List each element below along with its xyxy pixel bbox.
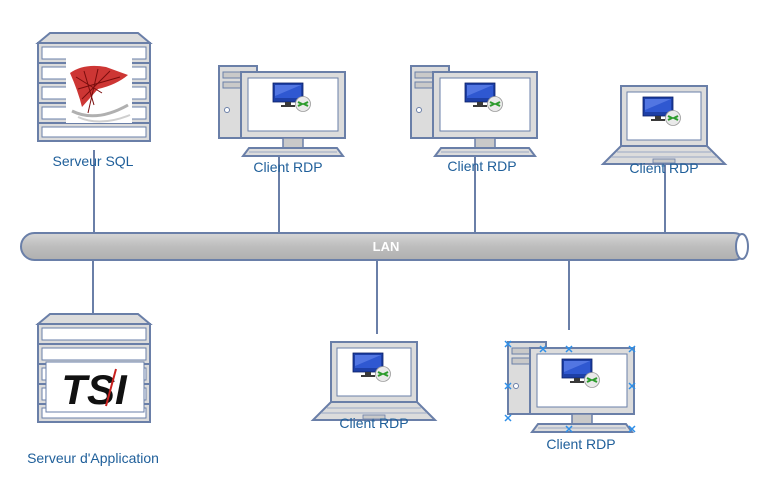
- app-server: TSI Serveur d'Application: [27, 313, 159, 466]
- desktop-rdp-icon: [508, 342, 634, 432]
- client-rdp-1: Client RDP: [219, 66, 345, 175]
- tsi-logo-text: TSI: [61, 366, 128, 413]
- tsi-server-icon: TSI: [45, 361, 145, 413]
- sql-server-label: Serveur SQL: [53, 153, 134, 169]
- client-rdp-3: Client RDP: [603, 86, 725, 176]
- client-rdp-5-label: Client RDP: [546, 436, 615, 452]
- desktop-rdp-icon: [219, 66, 345, 156]
- app-server-label: Serveur d'Application: [27, 450, 159, 466]
- connection-lines: [92, 150, 666, 334]
- client-rdp-5[interactable]: Client RDP: [504, 340, 636, 452]
- selection-handles[interactable]: [504, 340, 636, 433]
- laptop-rdp-icon: [603, 86, 725, 164]
- client-rdp-4: Client RDP: [313, 342, 435, 431]
- desktop-rdp-icon: [411, 66, 537, 156]
- sql-server-icon: [66, 57, 132, 123]
- client-rdp-4-label: Client RDP: [339, 415, 408, 431]
- lan-bus: LAN: [20, 232, 749, 261]
- laptop-rdp-icon: [313, 342, 435, 420]
- client-rdp-2: Client RDP: [411, 66, 537, 174]
- sql-server: Serveur SQL: [37, 32, 151, 169]
- lan-label: LAN: [373, 239, 400, 254]
- client-rdp-2-label: Client RDP: [447, 158, 516, 174]
- client-rdp-3-label: Client RDP: [629, 160, 698, 176]
- client-rdp-1-label: Client RDP: [253, 159, 322, 175]
